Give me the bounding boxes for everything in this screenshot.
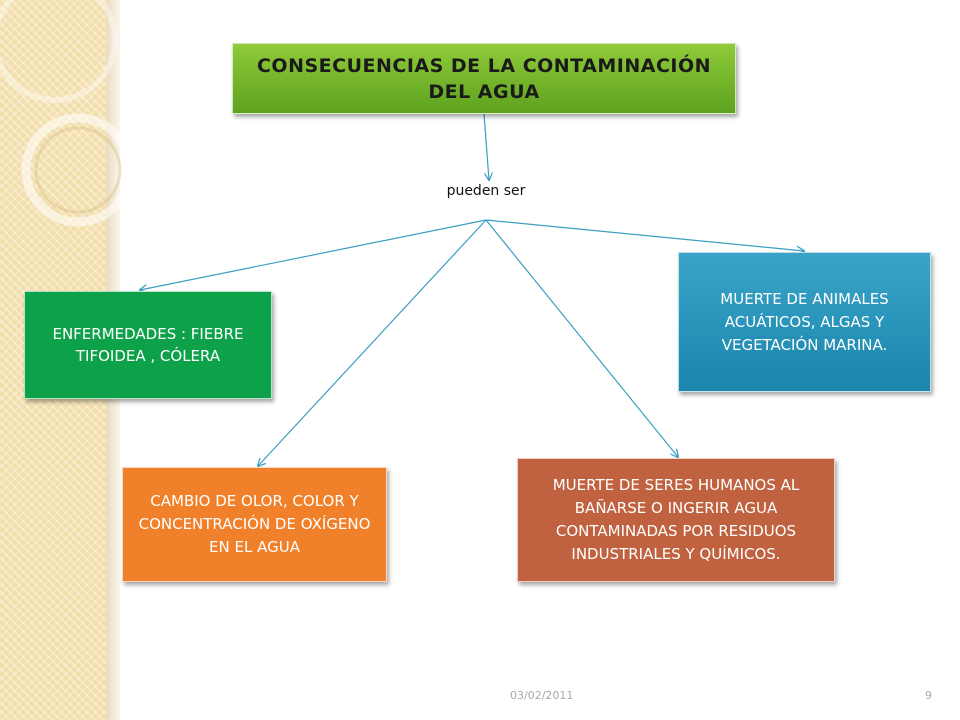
node-disease: ENFERMEDADES : FIEBRE TIFOIDEA , CÓLERA [24,291,272,399]
root-node-title: CONSECUENCIAS DE LA CONTAMINACIÓN DEL AG… [232,43,736,114]
root-node-text: CONSECUENCIAS DE LA CONTAMINACIÓN DEL AG… [256,54,712,103]
node-human-death: MUERTE DE SERES HUMANOS AL BAÑARSE O ING… [517,458,835,582]
connector-label: pueden ser [446,183,526,199]
node-disease-text: ENFERMEDADES : FIEBRE TIFOIDEA , CÓLERA [52,325,244,365]
node-marine-death: MUERTE DE ANIMALES ACUÁTICOS, ALGAS Y VE… [678,252,931,392]
node-marine-death-text: MUERTE DE ANIMALES ACUÁTICOS, ALGAS Y VE… [720,289,889,354]
connector-to-marine-death [485,219,804,251]
footer-date: 03/02/2011 [510,689,574,702]
node-human-death-text: MUERTE DE SERES HUMANOS AL BAÑARSE O ING… [552,476,800,563]
connector-to-water-change [258,219,487,466]
node-water-change: CAMBIO DE OLOR, COLOR Y CONCENTRACIÓN DE… [122,467,387,582]
footer-page-number: 9 [925,689,932,702]
connector-to-human-death [485,219,678,457]
connector-to-disease [140,219,487,290]
connector-root-to-label [483,113,489,180]
node-water-change-text: CAMBIO DE OLOR, COLOR Y CONCENTRACIÓN DE… [138,492,371,556]
decorative-rings [0,0,130,227]
